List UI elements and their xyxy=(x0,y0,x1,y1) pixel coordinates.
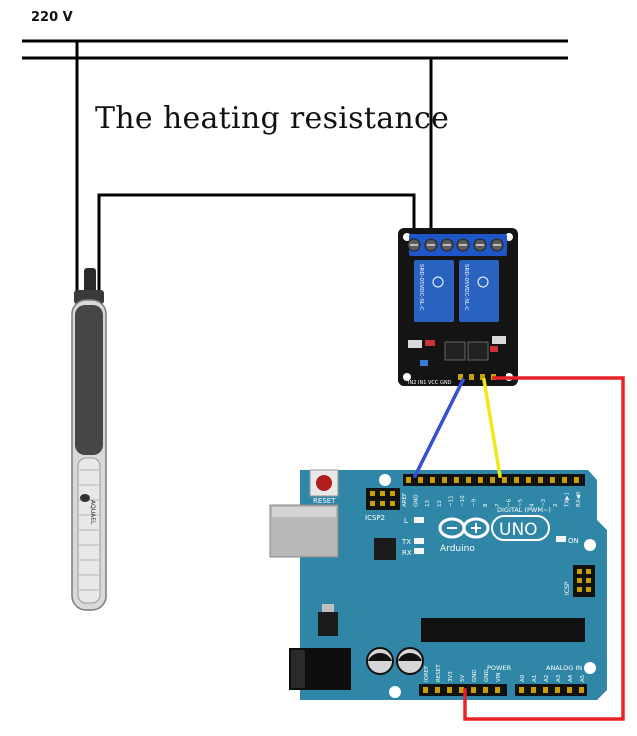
mains-lines xyxy=(22,39,568,300)
pin-label: 3V3 xyxy=(448,671,454,682)
analog-pin-labels: A0 A1 A2 A3 A4 A5 xyxy=(520,674,586,682)
svg-text:SRD-05VDC-SL-C: SRD-05VDC-SL-C xyxy=(418,264,424,311)
heater-element: AQUAEL xyxy=(71,268,107,611)
svg-text:Arduino: Arduino xyxy=(440,544,475,554)
power-pin-labels: IOREF RESET 3V3 5V GND GND VIN xyxy=(424,664,502,682)
heater-brand: AQUAEL xyxy=(89,500,96,525)
arduino-mount-hole xyxy=(584,662,596,674)
led-l xyxy=(414,517,424,523)
pin-label: VIN xyxy=(496,673,502,683)
uno-badge xyxy=(491,515,550,541)
pin-label: A4 xyxy=(568,674,574,682)
arduino-logo-icon xyxy=(438,517,490,539)
pin-label: A5 xyxy=(580,674,586,682)
svg-text:L: L xyxy=(404,517,408,525)
pin-label: TX▶1 xyxy=(564,492,570,508)
relay-module: SRD-05VDC-SL-C SRD-05VDC-SL-C IN2 IN1 VC… xyxy=(398,228,518,386)
relay-mount-hole xyxy=(403,373,411,381)
svg-text:TX: TX xyxy=(401,538,411,546)
pin-label: A3 xyxy=(556,674,562,682)
svg-text:IN2 IN1 VCC GND: IN2 IN1 VCC GND xyxy=(408,380,452,386)
relay-1 xyxy=(414,260,454,322)
pin-label: GND xyxy=(472,669,478,682)
pin-label: 5V xyxy=(460,675,466,682)
pin-label: 12 xyxy=(437,500,443,507)
pin-label: ~3 xyxy=(541,498,547,507)
svg-text:DIGITAL (PWM~): DIGITAL (PWM~) xyxy=(497,506,551,514)
pin-label: A0 xyxy=(520,674,526,682)
supply-voltage-label: 220 V xyxy=(31,10,73,25)
pin-label: RESET xyxy=(436,664,442,682)
pin-label: 2 xyxy=(553,504,559,508)
pin-label: A1 xyxy=(532,675,538,682)
pin-label: RX◀0 xyxy=(576,491,582,507)
relay-2 xyxy=(459,260,499,322)
diagram-title: The heating resistance xyxy=(95,101,450,136)
heater-logo-icon xyxy=(80,494,90,502)
gnd-wire xyxy=(412,377,466,479)
led-on xyxy=(556,536,566,542)
pin-label: ~9 xyxy=(472,498,478,507)
pin-label: ~10 xyxy=(460,495,466,507)
digital-pin-labels: AREF GND 13 12 ~11 ~10 ~9 8 7 ~6 ~5 4 ~3 2 TX▶1 RX◀0 xyxy=(402,491,582,508)
arduino-pcb xyxy=(300,470,607,700)
arduino-mount-hole xyxy=(379,474,391,486)
svg-text:SRD-05VDC-SL-C: SRD-05VDC-SL-C xyxy=(463,264,469,311)
svg-text:RESET: RESET xyxy=(313,497,336,505)
arduino-mount-hole xyxy=(584,539,596,551)
svg-text:ANALOG IN: ANALOG IN xyxy=(546,664,582,672)
svg-text:POWER: POWER xyxy=(487,664,512,672)
signal-wire xyxy=(481,377,503,479)
voltage-regulator xyxy=(318,612,338,636)
icsp-header xyxy=(573,565,595,597)
pin-label: AREF xyxy=(402,493,408,507)
pin-label: ~11 xyxy=(448,495,454,507)
pin-label: ~6 xyxy=(506,498,512,507)
pin-label: IOREF xyxy=(424,666,430,682)
arduino-mount-hole xyxy=(389,686,401,698)
led-tx xyxy=(414,538,424,544)
led-rx xyxy=(414,548,424,554)
pin-label: 13 xyxy=(425,500,431,507)
vcc-wire xyxy=(463,376,625,721)
signal-wires xyxy=(412,376,625,721)
svg-text:RX: RX xyxy=(402,549,412,557)
pin-label: GND xyxy=(484,669,490,682)
heater-cap xyxy=(84,268,96,296)
pin-label: 8 xyxy=(483,503,489,507)
heater-core xyxy=(75,305,103,455)
atmega-chip xyxy=(421,618,585,642)
svg-text:ON: ON xyxy=(568,537,579,545)
pin-label: 4 xyxy=(530,503,536,507)
svg-text:ICSP: ICSP xyxy=(564,581,571,595)
svg-text:ICSP2: ICSP2 xyxy=(365,514,385,522)
usb-chip xyxy=(374,538,396,560)
heater-return-wire xyxy=(97,193,416,300)
pin-label: ~5 xyxy=(518,498,524,507)
analog-header xyxy=(515,684,587,696)
pin-label: GND xyxy=(414,494,420,507)
pin-label: A2 xyxy=(544,675,550,682)
svg-text:UNO: UNO xyxy=(499,520,538,540)
pin-label: 7 xyxy=(495,503,501,507)
